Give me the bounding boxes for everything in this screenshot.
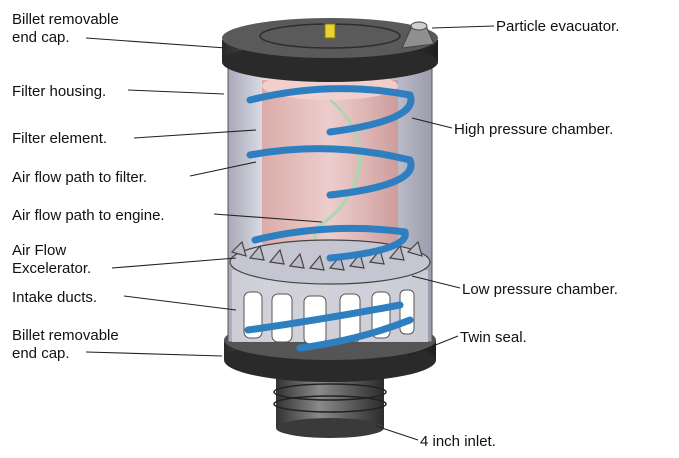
label-intake-ducts: Intake ducts. xyxy=(12,289,97,306)
center-nozzle xyxy=(324,23,336,39)
filter-housing-body xyxy=(227,61,433,352)
label-low-pressure: Low pressure chamber. xyxy=(462,281,618,298)
spiral-air-path xyxy=(244,85,415,352)
leader-lines xyxy=(85,25,495,441)
top-end-cap xyxy=(222,18,438,82)
label-excelerator-1: Air Flow xyxy=(12,242,66,259)
label-excelerator-2: Excelerator. xyxy=(12,260,91,277)
label-billet-top-2: end cap. xyxy=(12,29,70,46)
label-particle-evacuator: Particle evacuator. xyxy=(496,18,619,35)
particle-evacuator xyxy=(401,21,435,49)
label-air-path-filter: Air flow path to filter. xyxy=(12,169,147,186)
air-flow-excelerator xyxy=(229,239,431,285)
label-billet-bottom-2: end cap. xyxy=(12,345,70,362)
label-filter-element: Filter element. xyxy=(12,130,107,147)
label-high-pressure: High pressure chamber. xyxy=(454,121,613,138)
label-twin-seal: Twin seal. xyxy=(460,329,527,346)
label-inlet: 4 inch inlet. xyxy=(420,433,496,450)
label-filter-housing: Filter housing. xyxy=(12,83,106,100)
label-air-path-engine: Air flow path to engine. xyxy=(12,207,165,224)
label-billet-bottom-1: Billet removable xyxy=(12,327,119,344)
label-billet-top-1: Billet removable xyxy=(12,11,119,28)
